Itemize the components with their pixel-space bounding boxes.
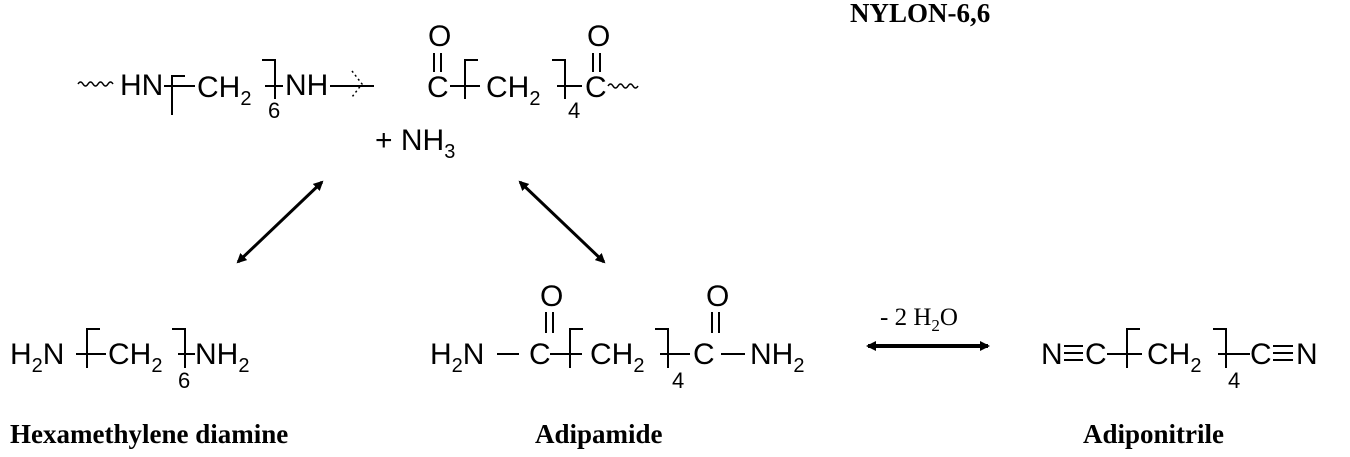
hexamethylene-diamine-label: Hexamethylene diamine — [10, 419, 288, 449]
ch2-unit: CH2 — [197, 71, 251, 110]
subscript-4: 4 — [1228, 368, 1240, 393]
amine-group: NH2 — [750, 338, 804, 377]
chain-end-wavy-left — [77, 81, 114, 87]
reaction-condition: - 2 H2O — [880, 304, 958, 335]
carbonyl-oxygen: O — [706, 280, 729, 313]
chain-end-wavy-right — [607, 83, 639, 89]
carbonyl-carbon: C — [529, 338, 551, 371]
adipamide-label: Adipamide — [535, 419, 663, 449]
bracket-right — [1213, 328, 1227, 368]
cleavage-mark — [351, 70, 363, 98]
nitrogen-atom: N — [1041, 338, 1063, 371]
subscript-6: 6 — [178, 368, 190, 393]
carbonyl-oxygen: O — [540, 280, 563, 313]
bracket-left — [171, 75, 185, 115]
subscript-4: 4 — [568, 98, 580, 123]
ch2-unit: CH2 — [108, 338, 162, 377]
subscript-4: 4 — [672, 368, 684, 393]
carbonyl-oxygen: O — [428, 20, 451, 53]
bracket-left — [464, 59, 478, 99]
hn-group: HN — [120, 69, 163, 102]
bracket-right — [655, 328, 669, 368]
subscript-6: 6 — [268, 98, 280, 123]
bracket-left — [1126, 328, 1140, 368]
nitrogen-atom: N — [1296, 338, 1318, 371]
adiponitrile-structure: N C CH2 4 C N — [1041, 328, 1318, 393]
adiponitrile-label: Adiponitrile — [1083, 419, 1224, 449]
carbonyl-carbon: C — [427, 71, 449, 104]
hexamethylene-diamine-structure: H2N CH2 6 NH2 — [10, 328, 249, 393]
carbonyl-carbon: C — [693, 338, 715, 371]
amine-group: H2N — [10, 338, 64, 377]
bracket-right — [262, 59, 276, 99]
ch2-unit: CH2 — [590, 338, 644, 377]
carbonyl-oxygen: O — [587, 20, 610, 53]
polymer-structure: HN CH2 6 NH O C CH2 4 O C + NH3 — [77, 20, 639, 163]
ammonia-byproduct: + NH3 — [375, 124, 455, 163]
equilibrium-arrow-left — [236, 180, 324, 264]
bracket-left — [86, 328, 100, 368]
nh-group: NH — [285, 69, 328, 102]
equilibrium-arrow-right — [518, 180, 606, 264]
bracket-left — [569, 328, 583, 368]
title: NYLON-6,6 — [850, 0, 990, 28]
triple-bond — [1273, 345, 1293, 361]
bracket-right — [172, 328, 186, 368]
ch2-unit: CH2 — [486, 71, 540, 110]
amine-group: NH2 — [195, 338, 249, 377]
nitrile-carbon: C — [1085, 338, 1107, 371]
nitrile-carbon: C — [1250, 338, 1272, 371]
ch2-unit: CH2 — [1147, 338, 1201, 377]
triple-bond — [1064, 345, 1083, 361]
carbonyl-carbon: C — [585, 71, 607, 104]
bracket-right — [552, 59, 566, 99]
adipamide-structure: H2N O C CH2 4 O C NH2 — [430, 280, 804, 393]
amine-group: H2N — [430, 338, 484, 377]
